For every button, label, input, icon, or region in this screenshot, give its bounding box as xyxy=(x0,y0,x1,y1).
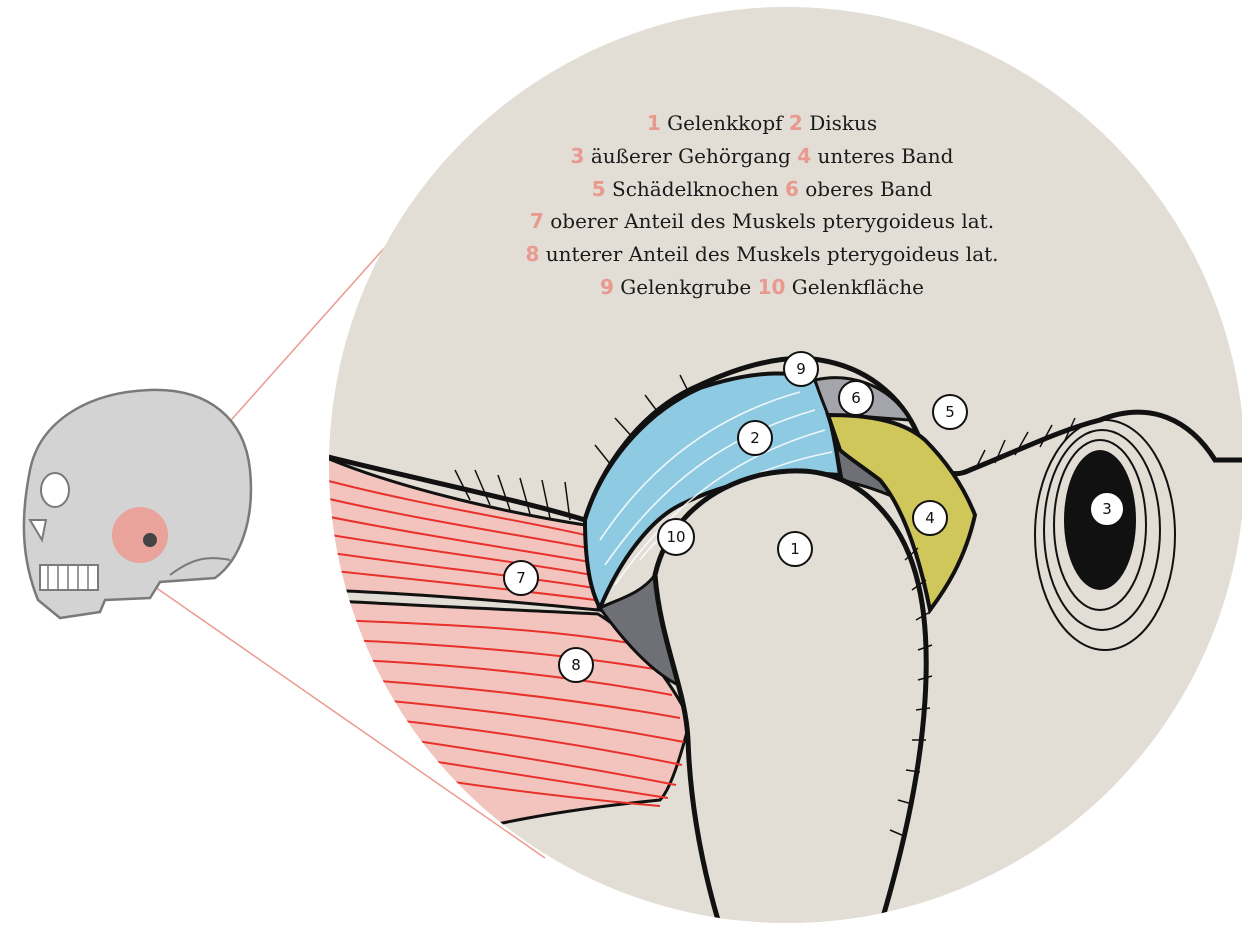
svg-text:8: 8 xyxy=(571,656,581,674)
svg-text:2: 2 xyxy=(750,429,760,447)
skull-icon xyxy=(24,390,251,618)
legend-line-4: 7 oberer Anteil des Muskels pterygoideus… xyxy=(530,209,994,233)
legend-line-5: 8 unterer Anteil des Muskels pterygoideu… xyxy=(525,242,998,266)
marker-4: 4 xyxy=(913,501,947,535)
marker-6: 6 xyxy=(839,381,873,415)
svg-text:1: 1 xyxy=(790,540,800,558)
svg-text:7: 7 xyxy=(516,569,526,587)
svg-text:10: 10 xyxy=(666,528,685,546)
legend-line-3: 5 Schädelknochen 6 oberes Band xyxy=(592,177,933,201)
marker-7: 7 xyxy=(504,561,538,595)
svg-text:3: 3 xyxy=(1102,500,1112,518)
legend-line-1: 1 Gelenkkopf 2 Diskus xyxy=(647,111,877,135)
legend-line-2: 3 äußerer Gehörgang 4 unteres Band xyxy=(571,144,954,168)
joint-highlight xyxy=(112,507,168,563)
marker-8: 8 xyxy=(559,648,593,682)
marker-9: 9 xyxy=(784,352,818,386)
svg-text:9: 9 xyxy=(796,360,806,378)
marker-5: 5 xyxy=(933,395,967,429)
marker-3: 3 xyxy=(1090,492,1124,526)
marker-2: 2 xyxy=(738,421,772,455)
marker-10: 10 xyxy=(658,519,694,555)
svg-text:5: 5 xyxy=(945,403,955,421)
marker-1: 1 xyxy=(778,532,812,566)
legend-line-6: 9 Gelenkgrube 10 Gelenkfläche xyxy=(600,275,924,299)
svg-text:6: 6 xyxy=(851,389,861,407)
svg-text:4: 4 xyxy=(925,509,935,527)
